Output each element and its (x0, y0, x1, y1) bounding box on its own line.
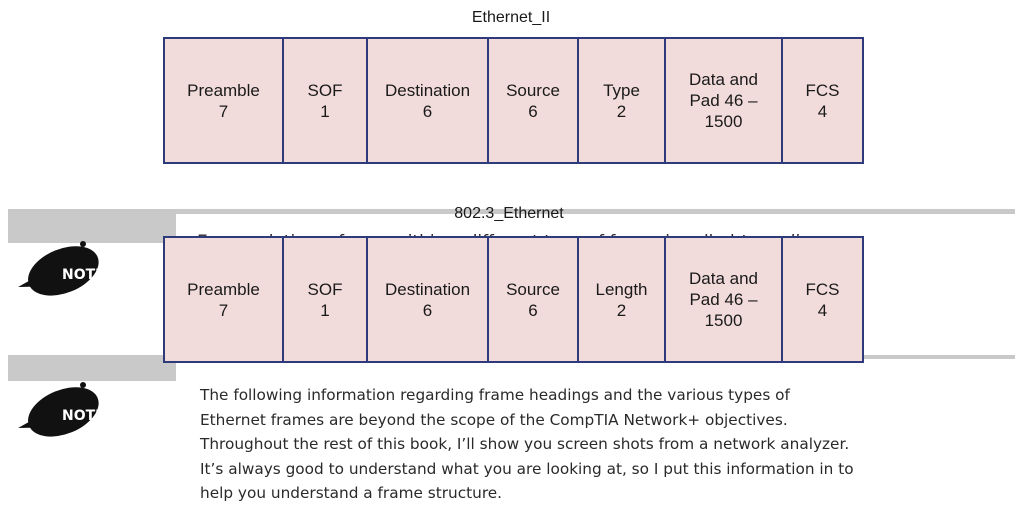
note-icon: NOTE (10, 232, 120, 302)
note-line: It’s always good to understand what you … (200, 459, 854, 478)
note-line: The following information regarding fram… (200, 386, 790, 404)
note-line: Throughout the rest of this book, I’ll s… (200, 435, 850, 453)
note-icon: NOTE (10, 373, 120, 443)
frame-title: 802.3_Ethernet (454, 205, 564, 222)
note-label: NOTE (62, 408, 105, 424)
note-label: NOTE (62, 267, 105, 283)
note-body: The following information regarding fram… (200, 383, 1000, 506)
note-bar-block (8, 209, 176, 243)
note-bar-line (8, 209, 1015, 214)
frame-title: Ethernet_II (471, 9, 551, 26)
note-bar-block (8, 355, 176, 381)
note-line: help you understand a frame structure. (200, 484, 503, 502)
note-line: Ethernet frames are beyond the scope of … (200, 410, 788, 429)
